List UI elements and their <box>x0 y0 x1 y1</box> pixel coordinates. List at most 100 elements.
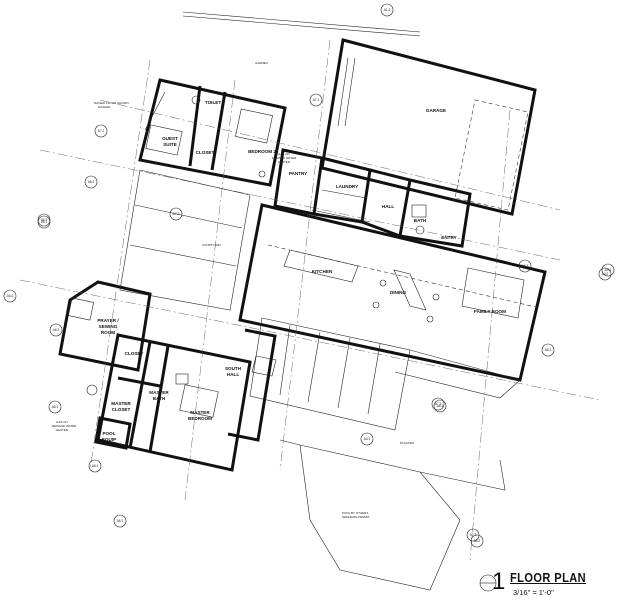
reference-markers: A1.3A7.2A7.1A6.3A7.2A6.3A6.3A6.1A4.1A5.2… <box>3 3 615 548</box>
prayer-sewing-walls <box>58 280 152 372</box>
svg-text:DEMAND WATER: DEMAND WATER <box>272 156 297 160</box>
room-labels: GUEST SUITE TOILET CLOSET BEDROOM 2 PANT… <box>97 100 506 442</box>
room-label-closet-upper: CLOSET <box>196 150 215 155</box>
svg-text:A7.3: A7.3 <box>435 402 442 406</box>
room-label-kitchen: KITCHEN <box>312 269 333 274</box>
room-label-laundry: LAUNDRY <box>336 184 358 189</box>
svg-text:A6.1: A6.1 <box>117 519 124 523</box>
note-gas-lower: GAS ON <box>56 420 68 424</box>
svg-text:HEATER: HEATER <box>56 428 69 432</box>
svg-text:A1.3: A1.3 <box>384 8 391 12</box>
landscape-area <box>119 169 251 311</box>
reference-bubble: A7.2 <box>94 124 108 138</box>
room-label-toilet: TOILET <box>205 100 221 105</box>
svg-text:A7.2: A7.2 <box>173 212 180 216</box>
svg-text:A6.3: A6.3 <box>88 180 95 184</box>
svg-text:A5.2: A5.2 <box>474 539 481 543</box>
reference-bubble: A6.3 <box>84 175 98 189</box>
svg-text:BEDROOM: BEDROOM <box>188 416 212 421</box>
svg-text:A4.2: A4.2 <box>602 272 609 276</box>
note-courtyard: COURTYARD <box>202 243 222 247</box>
svg-text:A6.1: A6.1 <box>41 220 48 224</box>
pool-outline <box>279 439 506 591</box>
svg-text:SEWING: SEWING <box>99 324 118 329</box>
drawing-notes: RAISED FLOOR SHOWN DASHED GARDEN GAS ON … <box>52 61 415 519</box>
reference-bubble: A7.2 <box>169 207 183 221</box>
svg-text:A6.1: A6.1 <box>52 405 59 409</box>
reference-bubble: A6.1 <box>113 514 127 528</box>
room-label-hall: HALL <box>382 204 394 209</box>
reference-bubble: A7.3 <box>431 397 445 411</box>
svg-text:SUITE: SUITE <box>163 142 177 147</box>
svg-text:A7.1: A7.1 <box>313 98 320 102</box>
reference-bubble: A6.1 <box>48 400 62 414</box>
room-label-family-room: FAMILY ROOM <box>474 309 506 314</box>
south-hall-walls <box>227 328 277 442</box>
reference-bubble: A4.1 <box>360 432 374 446</box>
reference-bubble: A1.3 <box>380 3 394 17</box>
room-label-pantry: PANTRY <box>289 171 307 176</box>
drawing-scale: 3/16" = 1'-0" <box>513 588 554 597</box>
note-pool: POOL BY OTHERS <box>342 511 368 515</box>
room-label-entry: ENTRY <box>441 235 456 240</box>
reference-bubble: A6.2 <box>601 263 615 277</box>
svg-text:A6.3: A6.3 <box>53 328 60 332</box>
room-label-dining: DINING <box>390 290 407 295</box>
svg-text:A6.3: A6.3 <box>545 348 552 352</box>
room-label-closet-lower: CLOSET <box>125 351 144 356</box>
svg-text:BATH: BATH <box>153 396 166 401</box>
room-label-pool-equip: POOL <box>102 431 115 436</box>
master-suite-walls <box>86 333 252 472</box>
reference-bubble: A6.3 <box>49 323 63 337</box>
svg-text:ROOM: ROOM <box>101 330 115 335</box>
room-label-master-bath: MASTER <box>149 390 169 395</box>
note-raised-floor: RAISED FLOOR SHOWN <box>94 101 129 105</box>
room-label-master-bedroom: MASTER <box>190 410 210 415</box>
view-number: 1 <box>492 568 506 595</box>
gridlines <box>19 39 601 561</box>
svg-text:A6.2: A6.2 <box>605 268 612 272</box>
reference-bubble: A7.1 <box>309 93 323 107</box>
svg-text:SEPARATE PERMIT: SEPARATE PERMIT <box>342 515 370 519</box>
service-core-walls <box>273 148 472 248</box>
garage-outline <box>320 38 537 216</box>
note-planter: PLANTER <box>400 441 415 445</box>
svg-text:EQUIP: EQUIP <box>102 437 116 442</box>
svg-text:A7.2: A7.2 <box>470 533 477 537</box>
drawing-title: FLOOR PLAN <box>510 570 587 585</box>
reference-bubble: A6.3 <box>541 343 555 357</box>
title-symbol <box>479 574 497 592</box>
note-garden: GARDEN <box>255 61 268 65</box>
svg-text:HALL: HALL <box>227 372 239 377</box>
room-label-master-closet: MASTER <box>111 401 131 406</box>
property-line <box>182 11 421 33</box>
svg-text:A6.1: A6.1 <box>437 404 444 408</box>
svg-text:A6.1: A6.1 <box>92 464 99 468</box>
svg-text:CLOSET: CLOSET <box>112 407 131 412</box>
reference-bubble: A6.3 <box>3 289 17 303</box>
svg-text:HEATER: HEATER <box>278 160 291 164</box>
reference-bubble: A6.1 <box>433 399 447 413</box>
north-wing-walls <box>138 78 287 187</box>
svg-text:A6.3: A6.3 <box>522 264 529 268</box>
reference-bubble: A6.3 <box>37 213 51 227</box>
svg-text:A4.1: A4.1 <box>364 437 371 441</box>
reference-bubble: A7.2 <box>466 528 480 542</box>
room-label-prayer-sewing: PRAYER / <box>97 318 119 323</box>
room-label-bath: BATH <box>414 218 427 223</box>
svg-text:A6.3: A6.3 <box>41 218 48 222</box>
svg-text:A7.2: A7.2 <box>98 129 105 133</box>
reference-bubble: A5.2 <box>470 534 484 548</box>
room-label-garage: GARAGE <box>426 108 446 113</box>
reference-bubble: A6.1 <box>88 459 102 473</box>
room-label-bedroom-2: BEDROOM 2 <box>248 149 276 154</box>
note-gas-upper: GAS ON <box>278 152 290 156</box>
room-label-south-hall: SOUTH <box>225 366 242 371</box>
reference-bubble: A6.3 <box>518 259 532 273</box>
svg-text:DEMAND WATER: DEMAND WATER <box>52 424 77 428</box>
reference-bubble: A6.1 <box>37 215 51 229</box>
covered-patio <box>249 317 521 431</box>
room-label-guest-suite: GUEST <box>162 136 178 141</box>
reference-bubble: A4.2 <box>598 267 612 281</box>
